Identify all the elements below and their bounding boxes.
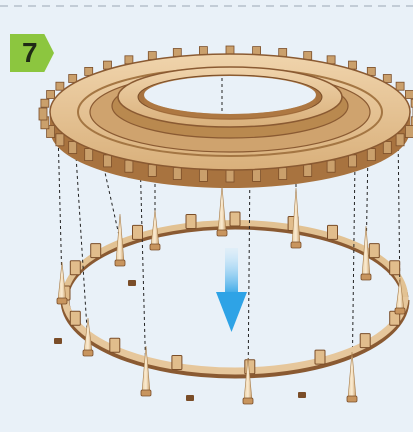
ring-bracket [230,212,240,226]
wooden-pin [116,214,124,262]
ring-bracket [390,261,400,275]
gear-tooth [405,126,413,138]
ring-bracket [70,261,80,275]
gear-tooth [173,168,181,180]
gear-tooth [199,169,207,181]
wooden-pin [142,346,150,392]
pin-base [361,274,371,280]
pin-base [395,308,405,314]
gear-tooth [349,155,357,167]
ring-bracket [172,356,182,370]
gear-tooth [304,164,312,176]
wooden-pin [218,186,226,232]
arrow-down-icon [216,248,247,332]
ring-bracket [328,225,338,239]
gear-tooth [396,82,404,90]
gear-tooth [148,164,156,176]
gear-tooth [405,91,413,99]
gear-tooth [104,155,112,167]
ring-bracket [110,338,120,352]
gear-tooth [69,142,77,154]
gear-tooth [125,160,133,172]
gear-tooth [173,49,181,57]
gear-tooth [367,149,375,161]
gear-tooth [279,168,287,180]
ring-bracket [315,350,325,364]
gear-tooth [226,170,234,182]
pin-base [83,350,93,356]
gear-tooth [383,75,391,83]
gear-tooth [253,169,261,181]
gear-tooth [327,160,335,172]
gear-tooth [47,91,55,99]
gear-tooth [396,134,404,146]
ring-bracket [133,225,143,239]
pin-base [217,230,227,236]
ring-bracket [245,360,255,374]
gear-tooth [39,108,47,120]
ring-bracket [91,244,101,258]
gear-tooth [69,75,77,83]
pin-base [115,260,125,266]
gear-tooth [85,149,93,161]
gear-tooth [226,46,234,54]
gear-tooth [253,47,261,55]
gear-tooth [199,47,207,55]
ring-bracket [360,334,370,348]
ring-bracket [369,244,379,258]
pin-base [243,398,253,404]
ring-bracket [186,215,196,229]
pin-base [291,242,301,248]
gear-tooth [41,99,49,107]
pin-base [150,244,160,250]
ring-bracket [70,311,80,325]
gear-tooth [56,82,64,90]
pin-base [347,396,357,402]
pin-base [141,390,151,396]
gear-tooth [56,134,64,146]
wooden-pin [58,262,66,300]
pin-base [57,298,67,304]
gear-tooth [279,49,287,57]
gear-tooth [383,142,391,154]
gear-ring [39,46,413,188]
